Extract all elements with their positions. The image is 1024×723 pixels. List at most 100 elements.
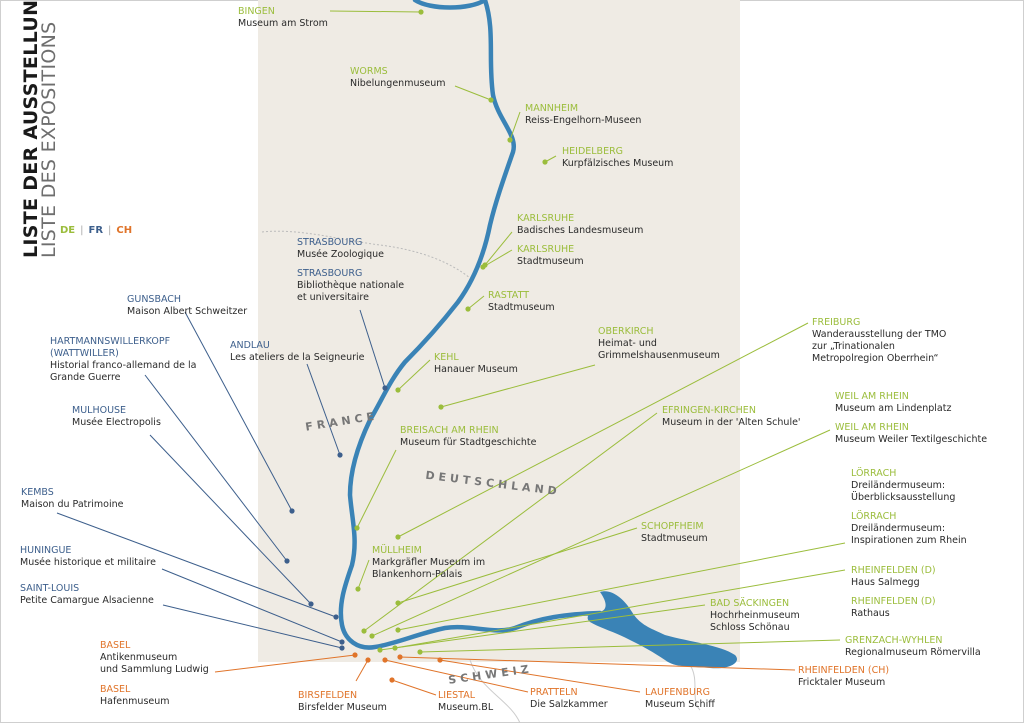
city-name: BAD SÄCKINGEN <box>710 598 790 609</box>
city-name: BASEL <box>100 684 131 695</box>
museum-location-marker[interactable] <box>395 627 401 633</box>
city-name: RHEINFELDEN (CH) <box>798 665 890 676</box>
leader-line <box>363 412 658 632</box>
museum-name: Antikenmuseum und Sammlung Ludwig <box>100 652 209 675</box>
border-line <box>261 230 471 279</box>
city-name: STRASBOURG <box>297 237 363 248</box>
museum-location-marker[interactable] <box>308 601 314 607</box>
rhine-river <box>338 0 603 650</box>
museum-location-marker[interactable] <box>395 534 401 540</box>
museum-location-marker[interactable] <box>397 654 403 660</box>
museum-location-marker[interactable] <box>382 657 388 663</box>
museum-name: Museum am Strom <box>238 18 328 29</box>
museum-label-de[interactable]: RHEINFELDEN (D)Haus Salmegg <box>851 565 936 589</box>
museum-location-marker[interactable] <box>365 657 371 663</box>
leader-line <box>482 249 513 268</box>
leader-line <box>56 512 337 618</box>
city-name: WORMS <box>350 66 388 77</box>
museum-name: Regionalmuseum Römervilla <box>845 647 981 658</box>
museum-location-marker[interactable] <box>333 614 339 620</box>
city-name: LIESTAL <box>438 690 475 701</box>
city-name: MULHOUSE <box>72 405 127 416</box>
museum-location-marker[interactable] <box>354 525 360 531</box>
museum-location-marker[interactable] <box>284 558 290 564</box>
museum-name: Stadtmuseum <box>488 302 555 313</box>
leader-line <box>149 434 312 605</box>
museum-location-marker[interactable] <box>352 652 358 658</box>
museum-location-marker[interactable] <box>289 508 295 514</box>
museum-location-marker[interactable] <box>361 628 367 634</box>
museum-name: Les ateliers de la Seigneurie <box>230 352 365 363</box>
museum-name: Musée Electropolis <box>72 417 161 428</box>
museum-name: Bibliothèque nationale et universitaire <box>297 280 405 303</box>
city-name: HEIDELBERG <box>562 146 624 157</box>
city-name: RHEINFELDEN (D) <box>851 596 936 607</box>
museum-location-marker[interactable] <box>418 9 424 15</box>
museum-name: Dreiländermuseum: Inspirationen zum Rhei… <box>851 523 967 546</box>
museum-location-marker[interactable] <box>438 404 444 410</box>
museum-location-marker[interactable] <box>389 677 395 683</box>
museum-location-marker[interactable] <box>507 137 513 143</box>
leader-line <box>356 449 397 529</box>
museum-location-marker[interactable] <box>337 452 343 458</box>
museum-location-marker[interactable] <box>395 600 401 606</box>
museum-label-fr[interactable]: HARTMANNSWILLERKOPF (WATTWILLER)Historia… <box>50 336 196 384</box>
museum-location-marker[interactable] <box>382 385 388 391</box>
leader-line <box>399 656 796 671</box>
museum-location-marker[interactable] <box>377 647 383 653</box>
museum-location-marker[interactable] <box>395 387 401 393</box>
museum-location-marker[interactable] <box>355 586 361 592</box>
museum-location-marker[interactable] <box>488 97 494 103</box>
city-name: GRENZACH-WYHLEN <box>845 635 943 646</box>
museum-location-marker[interactable] <box>542 159 548 165</box>
museum-name: Museum für Stadtgeschichte <box>400 437 537 448</box>
museum-location-marker[interactable] <box>369 633 375 639</box>
museum-location-marker[interactable] <box>339 645 345 651</box>
museum-label-ch[interactable]: RHEINFELDEN (CH)Fricktaler Museum <box>798 665 889 689</box>
lake <box>587 591 738 669</box>
city-name: PRATTELN <box>530 687 578 698</box>
museum-location-marker[interactable] <box>465 306 471 312</box>
museum-name: Dreiländermuseum: Überblicksausstellung <box>851 480 956 503</box>
museum-location-marker[interactable] <box>417 649 423 655</box>
museum-location-marker[interactable] <box>339 639 345 645</box>
museum-location-marker[interactable] <box>480 264 486 270</box>
city-name: BINGEN <box>238 6 275 17</box>
leader-line <box>454 85 492 101</box>
museum-label-de[interactable]: RHEINFELDEN (D)Rathaus <box>851 596 936 620</box>
